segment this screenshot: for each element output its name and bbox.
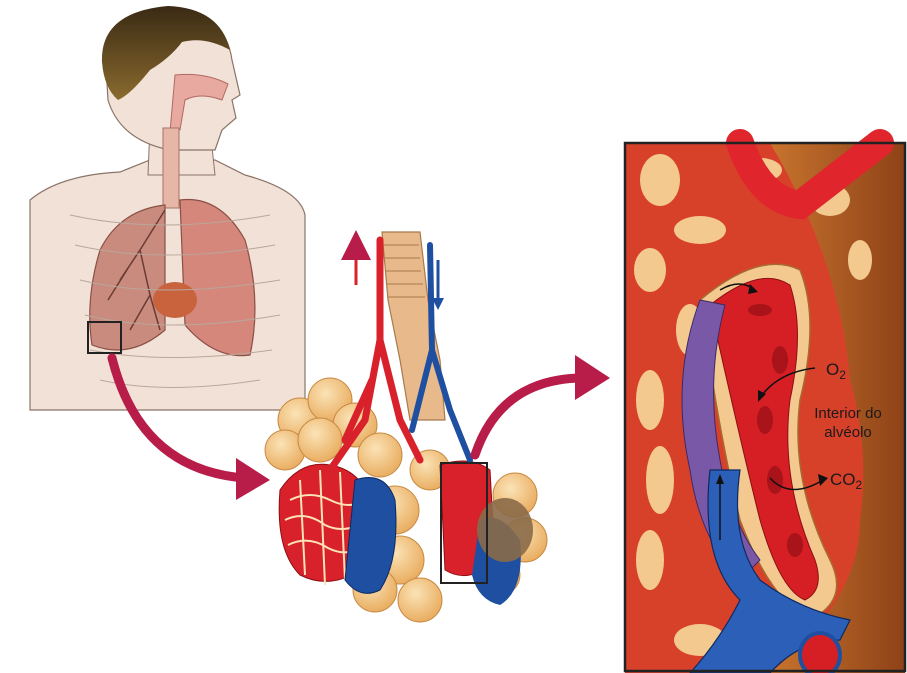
label-o2-sub: 2 bbox=[839, 368, 846, 382]
label-interior-line2: alvéolo bbox=[824, 424, 872, 441]
vessel-bottom-red bbox=[800, 633, 840, 673]
alveolus-section bbox=[477, 498, 533, 562]
label-co2-main: CO bbox=[830, 470, 856, 489]
human-torso bbox=[30, 6, 305, 410]
trachea-body bbox=[163, 128, 179, 208]
zoom-arrow-1-head bbox=[236, 458, 270, 500]
zoom-arrow-2 bbox=[475, 378, 580, 455]
label-co2-sub: 2 bbox=[856, 478, 863, 492]
alveoli-cluster bbox=[265, 232, 547, 622]
heart bbox=[153, 282, 197, 318]
label-o2-main: O bbox=[826, 360, 839, 379]
zoom-arrow-2-head bbox=[575, 355, 610, 400]
label-interior-line1: Interior do bbox=[814, 405, 882, 422]
